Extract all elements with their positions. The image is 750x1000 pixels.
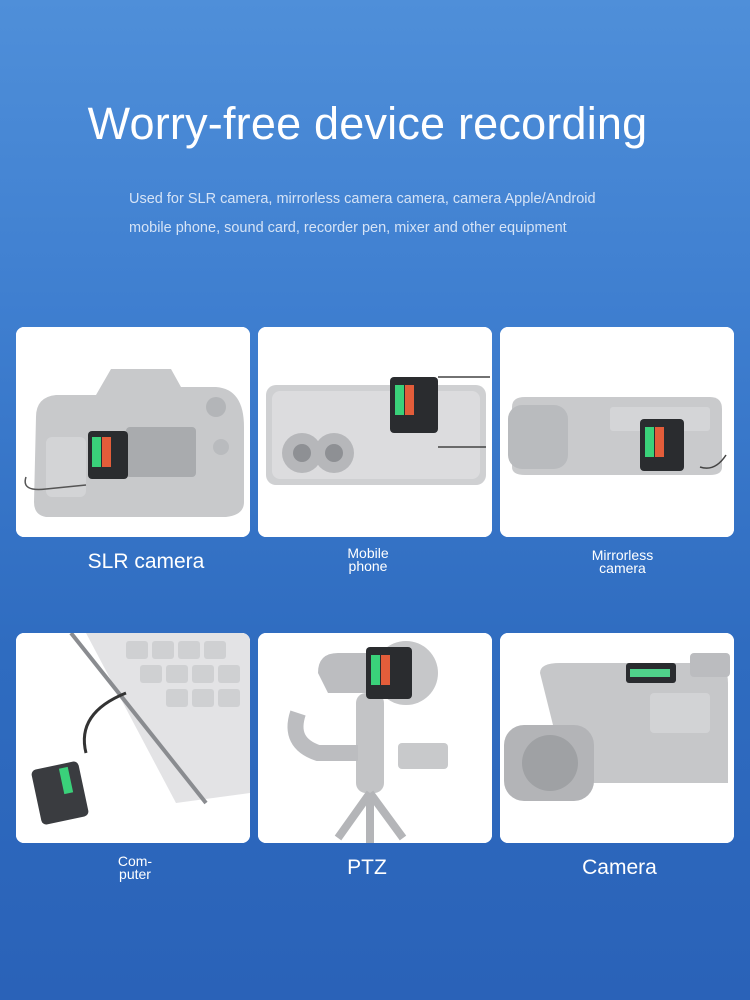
slr-camera-image bbox=[16, 327, 250, 537]
page-subtitle: Used for SLR camera, mirrorless camera c… bbox=[129, 185, 689, 243]
camcorder-image bbox=[500, 633, 734, 843]
device-card-mirrorless bbox=[500, 327, 734, 537]
label-mirrorless-line-1: Mirrorless bbox=[591, 547, 654, 563]
ptz-gimbal-image bbox=[258, 633, 492, 843]
label-mobile-line-1: Mobile bbox=[347, 545, 389, 561]
label-computer-line-2: puter bbox=[119, 866, 151, 882]
subtitle-line-1: Used for SLR camera, mirrorless camera c… bbox=[129, 191, 596, 207]
mirrorless-camera-image bbox=[500, 327, 734, 537]
computer-image bbox=[16, 633, 250, 843]
device-card-ptz bbox=[258, 633, 492, 843]
label-mobile-line-2: phone bbox=[348, 558, 388, 574]
device-card-slr bbox=[16, 327, 250, 537]
label-computer-line-1: Com- bbox=[117, 853, 153, 869]
mobile-phone-image bbox=[258, 327, 492, 537]
device-card-camera bbox=[500, 633, 734, 843]
label-mirrorless-camera: Mirrorless camera bbox=[585, 547, 660, 576]
label-mirrorless-line-2: camera bbox=[599, 560, 646, 576]
label-ptz: PTZ bbox=[347, 856, 387, 879]
subtitle-line-2: mobile phone, sound card, recorder pen, … bbox=[129, 220, 567, 236]
device-card-computer bbox=[16, 633, 250, 843]
page-title: Worry-free device recording bbox=[87, 98, 648, 149]
label-mobile-phone: Mobile phone bbox=[338, 545, 398, 574]
label-camera: Camera bbox=[582, 856, 657, 879]
label-slr-camera: SLR camera bbox=[87, 550, 205, 573]
device-card-mobile bbox=[258, 327, 492, 537]
label-computer: Com- puter bbox=[105, 853, 165, 882]
